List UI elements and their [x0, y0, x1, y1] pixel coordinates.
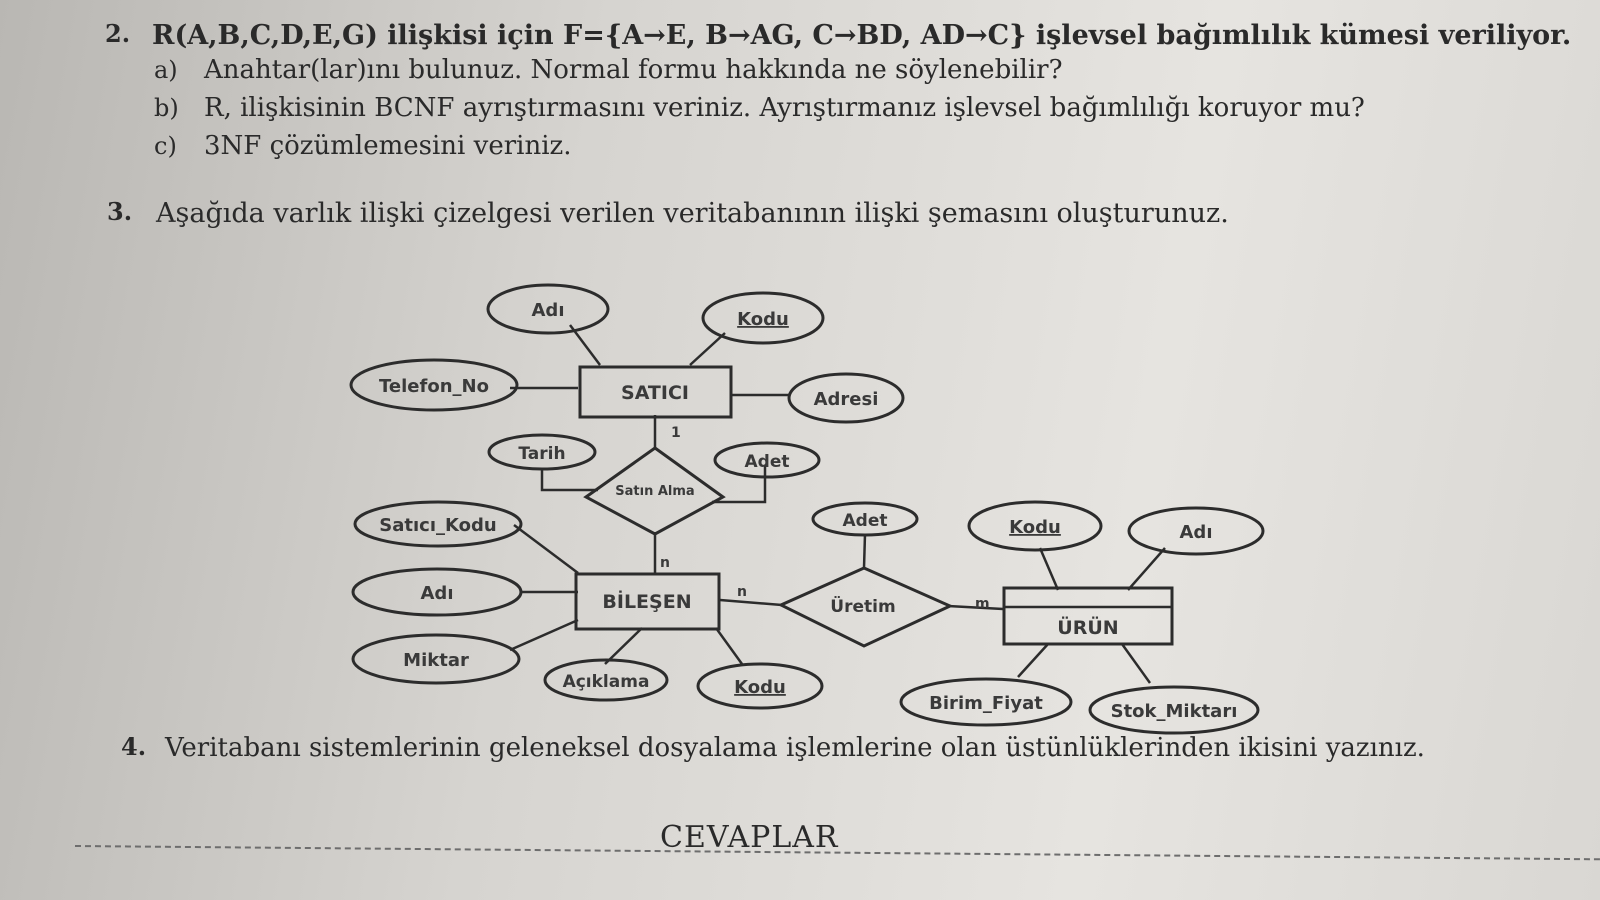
question-2b-label: b) — [154, 94, 179, 122]
attr-satici-adresi — [787, 372, 905, 424]
attr-uretim-adet — [811, 501, 919, 537]
entity-bilesen-label: BİLEŞEN — [602, 589, 691, 613]
cardinality-urun: m — [975, 596, 990, 612]
relationship-satin-alma-label: Satın Alma — [615, 484, 694, 499]
attr-urun-kodu-label: Kodu — [1009, 517, 1061, 538]
relationship-satin-alma-diamond — [583, 446, 726, 536]
attr-uretim-adet-label: Adet — [843, 511, 888, 531]
question-2-text: R(A,B,C,D,E,G) ilişkisi için F={A→E, B→A… — [152, 20, 1572, 51]
attr-satici-adi — [486, 283, 610, 335]
attr-bilesen-kodu-label: Kodu — [734, 677, 786, 698]
attr-bilesen-adi-label: Adı — [421, 583, 454, 604]
attr-urun-stok — [1088, 685, 1260, 735]
answers-heading: CEVAPLAR — [660, 820, 839, 855]
relationship-uretim-diamond — [777, 566, 954, 648]
question-2c-text: 3NF çözümlemesini veriniz. — [204, 131, 572, 161]
question-2b-text: R, ilişkisinin BCNF ayrıştırmasını verin… — [204, 93, 1365, 123]
attr-satici-adi-label: Adı — [532, 300, 565, 321]
question-2-number: 2. — [105, 19, 131, 48]
attr-satin-tarih-label: Tarih — [518, 444, 565, 464]
attr-bilesen-satici-kodu-label: Satıcı_Kodu — [379, 515, 496, 536]
attr-satin-adet — [713, 441, 821, 479]
question-3-number: 3. — [107, 197, 133, 226]
cardinality-bilesen-uretim: n — [737, 584, 747, 600]
attr-satici-telefon — [349, 358, 519, 412]
entity-urun-label: ÜRÜN — [1057, 615, 1118, 639]
attr-urun-adi-label: Adı — [1180, 522, 1213, 543]
attr-satici-kodu-label: Kodu — [737, 309, 789, 330]
attr-satin-tarih — [487, 433, 597, 471]
question-3-text: Aşağıda varlık ilişki çizelgesi verilen … — [156, 198, 1229, 229]
cardinality-satici: 1 — [671, 425, 681, 441]
attr-satici-telefon-label: Telefon_No — [379, 376, 489, 397]
question-4-text: Veritabanı sistemlerinin geleneksel dosy… — [165, 733, 1425, 763]
attr-urun-kodu — [967, 500, 1103, 552]
attr-satici-kodu — [701, 291, 825, 345]
entity-urun-box — [1002, 586, 1174, 646]
attr-urun-birim-fiyat-label: Birim_Fiyat — [929, 693, 1043, 714]
entity-bilesen-box — [574, 572, 721, 631]
question-2a-label: a) — [154, 56, 178, 84]
entity-satici-label: SATICI — [621, 382, 689, 404]
relationship-uretim-label: Üretim — [830, 595, 895, 617]
attr-bilesen-kodu — [696, 662, 824, 710]
attr-bilesen-satici-kodu — [353, 500, 523, 548]
entity-satici-box — [578, 365, 733, 419]
attr-bilesen-adi — [351, 567, 523, 617]
attr-satin-adet-label: Adet — [745, 452, 790, 472]
attr-urun-birim-fiyat — [899, 677, 1073, 727]
attr-bilesen-aciklama-label: Açıklama — [563, 672, 650, 692]
cardinality-bilesen-satin: n — [660, 555, 670, 571]
attr-urun-stok-label: Stok_Miktarı — [1111, 701, 1238, 722]
attr-bilesen-miktar — [351, 633, 521, 685]
attr-bilesen-aciklama — [543, 658, 669, 702]
attr-urun-adi — [1127, 506, 1265, 556]
attr-bilesen-miktar-label: Miktar — [403, 650, 469, 671]
attr-satici-adresi-label: Adresi — [814, 389, 879, 410]
question-4-number: 4. — [121, 732, 147, 761]
question-2c-label: c) — [154, 132, 177, 160]
question-2a-text: Anahtar(lar)ını bulunuz. Normal formu ha… — [204, 55, 1063, 85]
